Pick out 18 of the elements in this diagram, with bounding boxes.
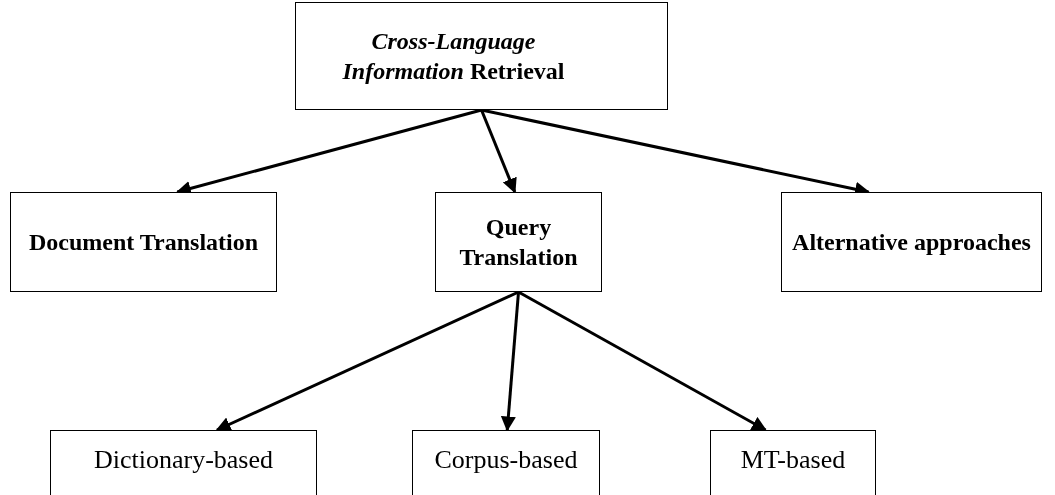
box-label: Query Translation (458, 213, 579, 272)
process-box (412, 430, 600, 495)
box-label: Cross-Language Information Retrieval (341, 27, 566, 86)
process-box (781, 192, 1042, 292)
process-box (50, 430, 317, 495)
box-label: Document Translation (28, 228, 259, 257)
process-box (435, 192, 602, 292)
arrow (517, 290, 767, 432)
title-box (295, 2, 668, 110)
box-label: Alternative approaches (792, 228, 1031, 257)
box-label: Corpus-based (434, 445, 578, 475)
process-box (10, 192, 277, 292)
arrow (480, 109, 517, 194)
arrow (500, 291, 520, 432)
process-box (710, 430, 876, 495)
box-label: MT-based (740, 445, 846, 475)
arrow (215, 290, 520, 432)
box-label: Dictionary-based (93, 445, 273, 475)
